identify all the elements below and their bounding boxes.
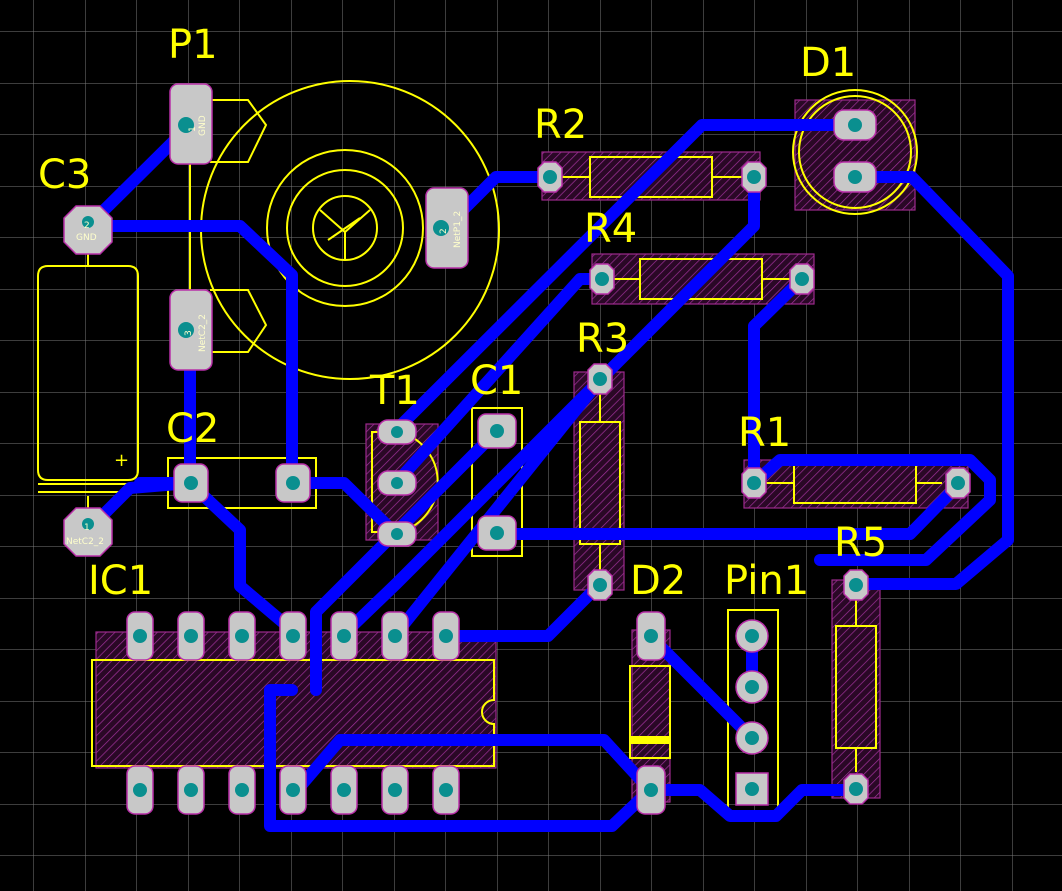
track-ic1-bottom: [286, 734, 656, 802]
svg-text:2: 2: [84, 221, 90, 231]
track-r1-loop: [748, 454, 996, 566]
label-p1: P1: [168, 22, 218, 68]
label-r2: R2: [534, 102, 587, 148]
p1-pad-3: 3 NetC2_2: [169, 289, 213, 371]
label-c2: C2: [166, 406, 219, 452]
ic1-pads: [126, 611, 460, 815]
svg-text:NetP1_2: NetP1_2: [453, 211, 463, 248]
track-r4-r1: [748, 273, 808, 489]
track-c3-gnd: [82, 220, 298, 489]
label-d2: D2: [630, 558, 686, 604]
ic1-drill-6: [388, 783, 402, 797]
track-d1-r1-r5: [849, 171, 1014, 590]
c3-pad-1: 1 NetC2_2: [63, 507, 113, 557]
ic1-drill-11: [286, 629, 300, 643]
ic1-drill-5: [337, 783, 351, 797]
label-r3: R3: [576, 316, 629, 362]
ic1-drill-12: [235, 629, 249, 643]
ic1-drill-13: [184, 629, 198, 643]
through-hole-pads: [173, 109, 971, 815]
ic1-drill-4: [286, 783, 300, 797]
track-c1-ic1: [310, 426, 502, 696]
track-d2-r5: [644, 784, 862, 822]
ic1-drill-1: [133, 783, 147, 797]
track-ic1-d2: [264, 684, 656, 832]
svg-text:3: 3: [184, 330, 194, 336]
label-r1: R1: [738, 410, 791, 456]
c3-pad-2: 2 GND: [63, 205, 113, 255]
track-r3-ic1-out: [442, 578, 606, 642]
svg-text:NetC2_2: NetC2_2: [66, 537, 104, 547]
svg-text:2: 2: [439, 228, 449, 234]
svg-text:NetC2_2: NetC2_2: [198, 314, 208, 352]
svg-text:1: 1: [188, 126, 198, 132]
label-c1: C1: [470, 358, 523, 404]
label-ic1: IC1: [88, 558, 153, 604]
track-c2-ic1: [184, 477, 298, 636]
svg-text:GND: GND: [76, 233, 97, 243]
label-t1: T1: [369, 368, 420, 414]
led-d1-outline: [792, 89, 918, 215]
track-r3-ic1: [390, 374, 606, 640]
designator-labels: P1 C3 R2 D1 R4 R3 T1 C1 C2 R1 R5 IC1 D2 …: [38, 22, 887, 604]
track-d1-t1: [390, 119, 861, 436]
track-c1-r1: [490, 477, 966, 540]
ic1-drill-8: [439, 629, 453, 643]
ic1-drill-9: [388, 629, 402, 643]
track-c3-c2: [82, 477, 196, 536]
ic1-drill-7: [439, 783, 453, 797]
track-d2-pin1: [644, 630, 758, 744]
ic1-drill-10: [337, 629, 351, 643]
c3-polarity-mark: +: [114, 450, 129, 471]
label-r5: R5: [834, 520, 887, 566]
copper-tracks: [82, 119, 1014, 832]
ic1-drill-3: [235, 783, 249, 797]
p1-pad-1: 1 GND: [169, 83, 213, 165]
resistor-r5-outline: [831, 579, 881, 799]
ic1-drill-2: [184, 783, 198, 797]
ic1-drill-14: [133, 629, 147, 643]
svg-text:1: 1: [84, 523, 90, 533]
label-c3: C3: [38, 152, 91, 198]
p1-pad-2: 2 NetP1_2: [425, 187, 469, 269]
label-r4: R4: [584, 206, 637, 252]
svg-text:GND: GND: [198, 115, 208, 136]
label-pin1: Pin1: [724, 558, 809, 604]
resistor-r1-outline: [743, 459, 969, 509]
label-d1: D1: [800, 40, 856, 86]
